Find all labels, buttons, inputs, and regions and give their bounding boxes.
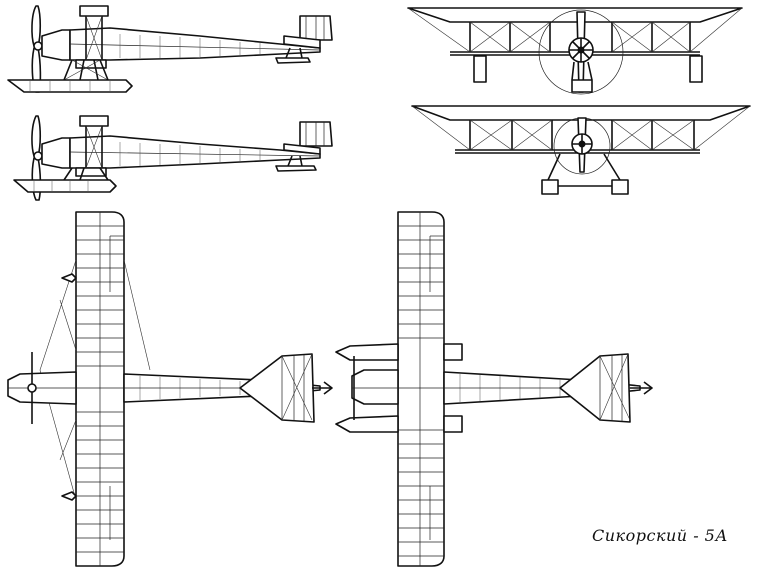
propeller-disc	[538, 9, 624, 95]
upper-wing-front	[407, 7, 743, 23]
propeller-blade-lower-2	[31, 157, 42, 201]
side-view-floatplane-upper	[7, 5, 333, 93]
wingtip-float-plan-left	[61, 273, 77, 283]
tail-float-side-2	[275, 165, 317, 172]
float-plan-right	[335, 415, 399, 433]
lower-wing-section-2	[75, 167, 107, 177]
fuselage-side-2	[69, 135, 321, 169]
float-right-front-2	[611, 179, 629, 195]
lower-wing-section	[75, 59, 107, 69]
wingtip-float-right	[689, 55, 703, 83]
side-view-floatplane-lower	[13, 115, 333, 201]
plan-view-single-float	[7, 211, 333, 567]
tail-float-side	[275, 57, 311, 64]
float-left-front-2	[541, 179, 559, 195]
wingtip-float-left	[473, 55, 487, 83]
propeller-blade-upper-2	[31, 115, 42, 157]
propeller-hub-2	[33, 151, 43, 161]
propeller-blade-upper	[31, 5, 42, 47]
tailplane-plan	[239, 353, 315, 423]
engine-cowling	[41, 29, 71, 61]
front-view-floatplane-upper	[407, 7, 743, 95]
wing-plan-2	[397, 211, 445, 567]
upper-wing-section-2	[79, 115, 109, 127]
main-float-side-2	[13, 179, 117, 193]
propeller-hub	[33, 41, 43, 51]
float-plan-left	[335, 343, 399, 361]
upper-wing-section	[79, 5, 109, 17]
main-float-front	[571, 79, 593, 93]
wingtip-float-plan-right	[61, 491, 77, 501]
engine-cowling-2	[41, 137, 71, 169]
engine-plan-2	[351, 369, 399, 405]
upper-wing-front-2	[411, 105, 751, 121]
drawing-caption: Сикорский - 5А	[592, 526, 728, 545]
front-view-floatplane-lower	[411, 105, 751, 195]
fuselage-side	[69, 27, 321, 61]
tailplane-plan-2	[559, 353, 631, 423]
tailplane-side	[283, 35, 321, 49]
tailplane-side-2	[283, 143, 321, 155]
plan-view-twin-float	[335, 211, 653, 567]
